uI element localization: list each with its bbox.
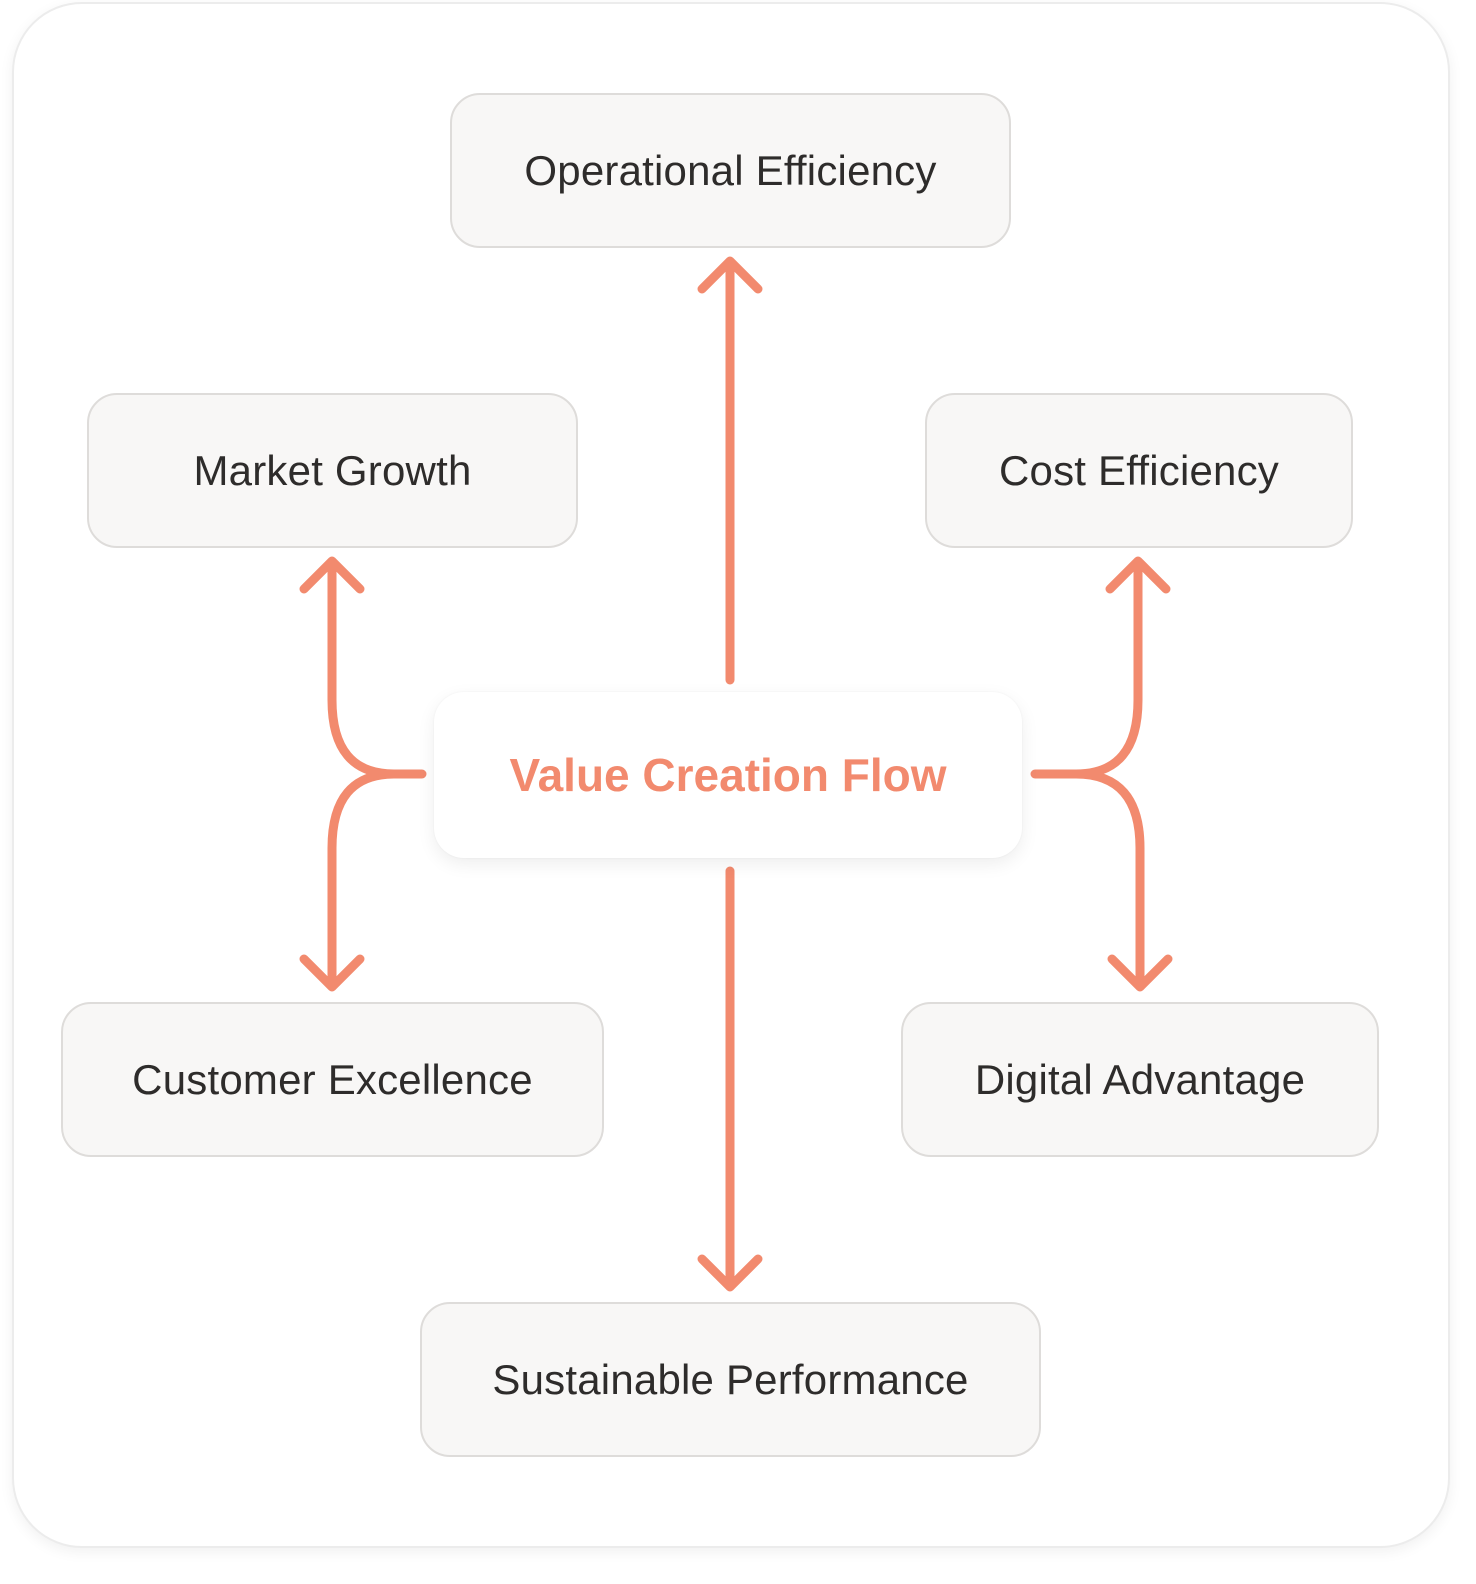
center-label: Value Creation Flow xyxy=(509,749,947,801)
arrowhead-top xyxy=(697,256,763,294)
node-upper-left-label: Market Growth xyxy=(193,446,472,494)
center-node: Value Creation Flow xyxy=(434,692,1022,858)
connector-lower-right xyxy=(1071,769,1145,991)
arrowhead-upper-left xyxy=(299,556,365,594)
node-bottom-label: Sustainable Performance xyxy=(492,1355,969,1403)
node-top: Operational Efficiency xyxy=(450,93,1011,248)
node-lower-right-label: Digital Advantage xyxy=(974,1055,1306,1103)
node-upper-left: Market Growth xyxy=(87,393,578,548)
node-upper-right: Cost Efficiency xyxy=(925,393,1353,548)
connector-lower-left xyxy=(327,769,399,991)
node-lower-left: Customer Excellence xyxy=(61,1002,604,1157)
connector-upper-right xyxy=(1030,559,1143,779)
arrowhead-upper-right xyxy=(1105,556,1171,594)
arrowhead-lower-right xyxy=(1107,954,1173,992)
node-upper-right-label: Cost Efficiency xyxy=(999,446,1279,494)
arrowhead-bottom xyxy=(697,1254,763,1292)
node-lower-left-label: Customer Excellence xyxy=(132,1055,533,1103)
node-lower-right: Digital Advantage xyxy=(901,1002,1379,1157)
node-top-label: Operational Efficiency xyxy=(524,146,937,194)
node-bottom: Sustainable Performance xyxy=(420,1302,1041,1457)
arrowhead-lower-left xyxy=(299,954,365,992)
connector-upper-left xyxy=(327,559,427,779)
